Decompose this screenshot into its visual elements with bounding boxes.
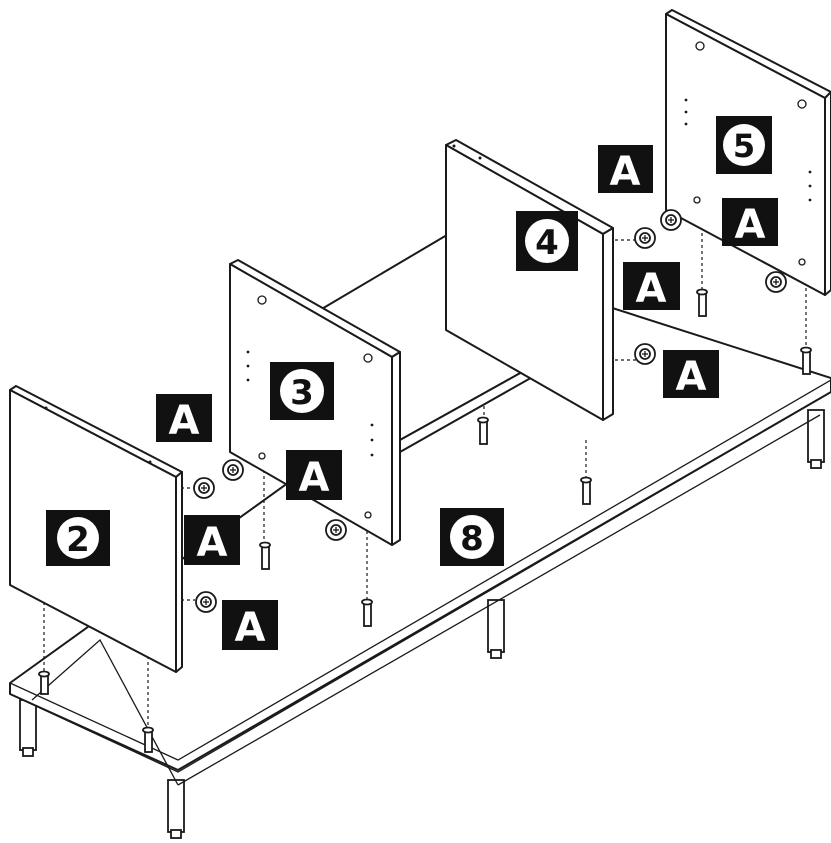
svg-text:A: A	[735, 202, 766, 248]
label-a: A	[222, 600, 278, 651]
part-number-5: 5	[716, 116, 772, 174]
cam-lock-icon	[325, 519, 347, 541]
svg-text:3: 3	[290, 373, 314, 413]
label-a: A	[598, 145, 653, 195]
svg-text:5: 5	[733, 127, 755, 165]
label-a: A	[623, 262, 680, 312]
part-numbers: 2 3 4 5 8	[46, 116, 772, 566]
svg-text:4: 4	[535, 223, 559, 263]
cam-lock-icon	[660, 209, 682, 231]
bolt-icon	[38, 670, 50, 695]
leg-back-right	[807, 409, 825, 469]
cam-locks	[193, 209, 787, 613]
leg-front-mid	[167, 779, 185, 839]
bolt-icon	[580, 476, 592, 505]
label-a: A	[286, 450, 342, 501]
svg-text:A: A	[676, 354, 707, 400]
cam-lock-icon	[634, 343, 656, 365]
svg-text:A: A	[610, 149, 641, 195]
svg-text:A: A	[636, 266, 667, 312]
label-a: A	[722, 198, 778, 248]
svg-text:A: A	[169, 398, 200, 444]
part-number-2: 2	[46, 510, 110, 566]
part-number-3: 3	[270, 362, 334, 420]
cam-lock-icon	[222, 459, 244, 481]
svg-text:A: A	[197, 520, 228, 566]
leg-front-left	[19, 699, 37, 757]
bolt-icon	[800, 346, 812, 375]
dowel-bolts	[38, 288, 812, 753]
cam-lock-icon	[195, 591, 217, 613]
svg-text:2: 2	[66, 520, 90, 560]
bolt-icon	[361, 598, 373, 627]
svg-text:A: A	[235, 605, 266, 651]
cam-lock-icon	[193, 477, 215, 499]
cam-lock-icon	[634, 227, 656, 249]
svg-text:A: A	[299, 455, 330, 501]
label-a: A	[184, 515, 240, 566]
bolt-icon	[259, 541, 271, 570]
cam-lock-icon	[765, 271, 787, 293]
bolt-icon	[477, 416, 489, 445]
part-number-4: 4	[516, 211, 578, 271]
hardware-labels: A A A A A A A A	[156, 145, 778, 651]
svg-text:8: 8	[460, 519, 484, 559]
bolt-icon	[696, 288, 708, 317]
base-panel-8	[9, 289, 831, 839]
bolt-icon	[142, 726, 154, 753]
part-number-8: 8	[440, 508, 504, 566]
label-a: A	[663, 350, 719, 400]
leg-back-mid	[487, 599, 505, 659]
label-a: A	[156, 394, 212, 444]
